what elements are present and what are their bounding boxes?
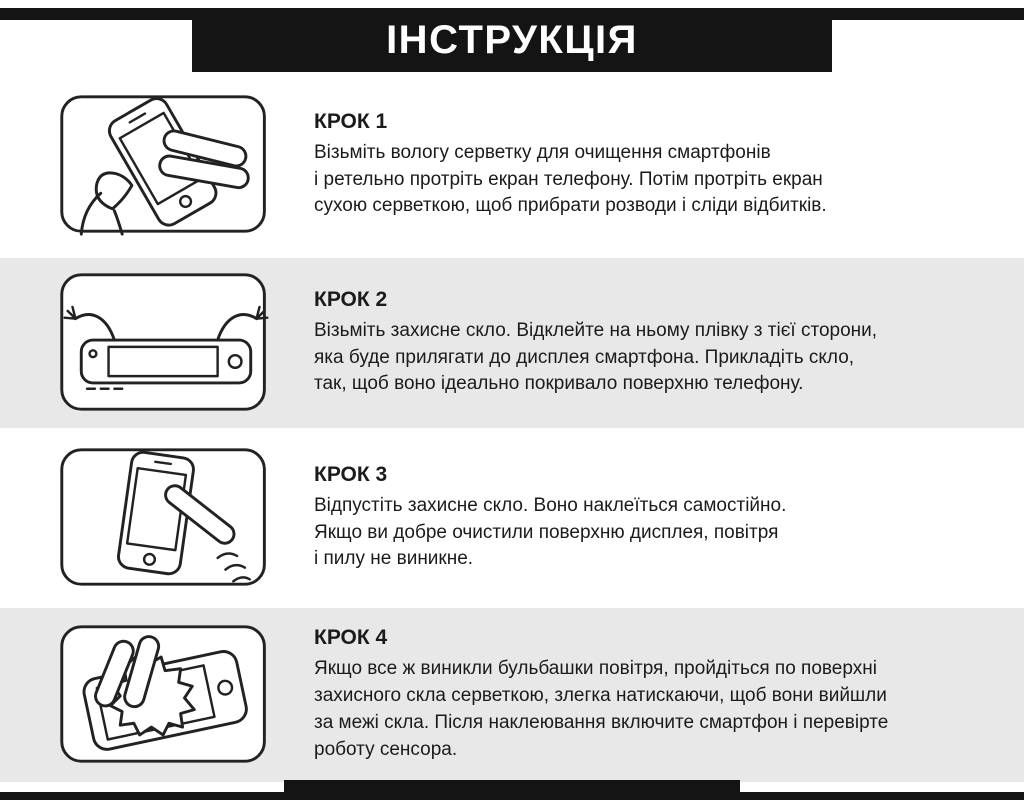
step-title: КРОК 2: [314, 287, 388, 311]
step-text: КРОК 4 Якщо все ж виникли бульбашки пові…: [314, 626, 980, 764]
page-title: ІНСТРУКЦІЯ: [386, 17, 638, 62]
step-body: Візьміть захисне скло. Відклейте на ньом…: [314, 319, 878, 395]
step-text: КРОК 3 Відпустіть захисне скло. Воно нак…: [314, 463, 980, 574]
step-text: КРОК 2 Візьміть захисне скло. Відклейте …: [314, 288, 980, 399]
instruction-step: КРОК 3 Відпустіть захисне скло. Воно нак…: [0, 428, 1024, 608]
step-2-illustration: [50, 269, 282, 417]
smoothing-bubbles-cloth-icon: [60, 625, 266, 763]
instruction-step: КРОК 4 Якщо все ж виникли бульбашки пові…: [0, 608, 1024, 782]
step-title: КРОК 4: [314, 626, 388, 650]
step-1-illustration: [50, 91, 282, 239]
header-bar: ІНСТРУКЦІЯ: [0, 0, 1024, 72]
step-body: Якщо все ж виникли бульбашки повітря, пр…: [314, 658, 889, 760]
step-body: Візьміть вологу серветку для очищення см…: [314, 141, 827, 217]
instruction-step: КРОК 1 Візьміть вологу серветку для очищ…: [0, 72, 1024, 258]
hand-wiping-phone-icon: [60, 95, 266, 236]
bottom-strip: [0, 792, 1024, 800]
peeling-film-icon: [60, 273, 269, 411]
title-tab: ІНСТРУКЦІЯ: [192, 8, 832, 72]
instruction-step: КРОК 2 Візьміть захисне скло. Відклейте …: [0, 258, 1024, 428]
step-title: КРОК 3: [314, 462, 388, 486]
step-text: КРОК 1 Візьміть вологу серветку для очищ…: [314, 110, 980, 221]
step-title: КРОК 1: [314, 109, 388, 133]
step-4-illustration: [50, 621, 282, 769]
step-body: Відпустіть захисне скло. Воно наклеїться…: [314, 494, 787, 570]
step-3-illustration: [50, 444, 282, 592]
finger-pressing-phone-icon: [60, 448, 266, 586]
